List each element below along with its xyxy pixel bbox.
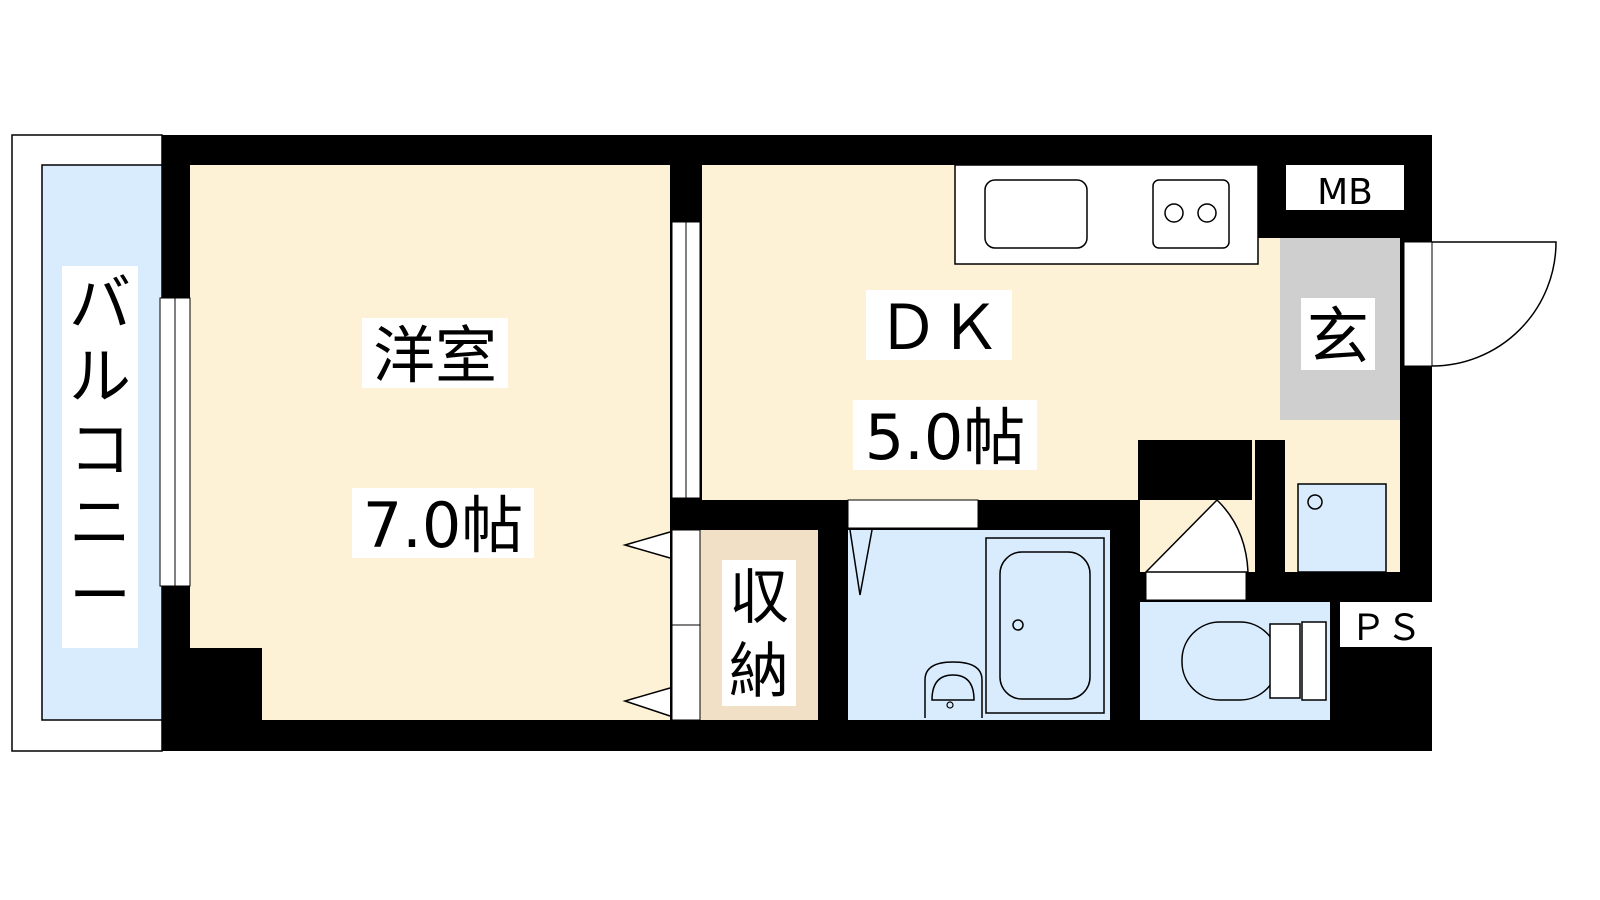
room-partition-door	[671, 221, 701, 499]
mb-label: MB	[1317, 172, 1373, 213]
entrance-door-frame	[1403, 241, 1433, 367]
balcony-window	[159, 297, 191, 587]
balcony-label-char-3: コ	[69, 413, 131, 486]
western-room-size: 7.0帖	[363, 489, 524, 562]
toilet-door	[1145, 571, 1247, 601]
toilet-tank-icon	[1301, 621, 1327, 701]
storage-door-swing-bottom	[622, 687, 671, 717]
mb-box	[1286, 165, 1404, 210]
toilet-door-swing	[1144, 498, 1249, 573]
balcony-label-char-5: ー	[69, 559, 131, 632]
washbasin-tap-icon	[946, 701, 954, 709]
burner-right-icon	[1197, 203, 1217, 223]
kitchen-counter	[954, 164, 1259, 265]
western-room-size-bg	[352, 488, 534, 558]
entrance-label-bg	[1301, 298, 1375, 370]
bathroom-door-swing	[849, 529, 873, 596]
balcony-label-char-1: バ	[69, 267, 131, 340]
balcony: バ ル コ ニ ー	[11, 134, 163, 752]
dk-size: 5.0帖	[865, 401, 1026, 474]
entrance-label: 玄	[1307, 300, 1369, 373]
sink-icon	[984, 179, 1088, 249]
balcony-label-char-2: ル	[69, 340, 131, 413]
toilet-seat-icon	[1269, 623, 1301, 699]
bathroom-door	[847, 499, 979, 529]
dk-floor	[702, 165, 1400, 572]
storage-label-char-2: 納	[729, 637, 789, 707]
storage-door-swing-top	[622, 531, 671, 559]
burner-left-icon	[1164, 203, 1184, 223]
storage-label-char-1: 収	[729, 563, 789, 633]
stove-icon	[1152, 179, 1230, 249]
entrance-partition	[1255, 440, 1285, 572]
bathtub-drain-icon	[1012, 619, 1024, 631]
western-room-floor	[190, 165, 670, 720]
washbasin-icon	[924, 661, 983, 718]
dk-label: ＤＫ	[877, 291, 1001, 364]
balcony-label-char-4: ニ	[69, 486, 131, 559]
bathtub-frame	[985, 537, 1105, 714]
washbasin-bowl-icon	[931, 674, 975, 701]
entrance-door	[1403, 241, 1557, 367]
washing-machine-space	[1297, 483, 1387, 573]
western-room-label-bg	[362, 318, 508, 388]
entrance-door-swing	[1431, 241, 1557, 367]
storage-label-bg	[722, 560, 796, 706]
ps-label: ＰＳ	[1350, 608, 1422, 649]
dk-size-bg	[853, 400, 1037, 470]
bathroom-floor	[848, 530, 1110, 720]
ps-box	[1340, 602, 1432, 647]
washing-machine-drain-icon	[1307, 494, 1323, 510]
western-room-label: 洋室	[373, 319, 497, 392]
dk-label-bg	[866, 290, 1012, 360]
bathtub-icon	[999, 551, 1091, 700]
balcony-label-bg	[62, 266, 138, 648]
